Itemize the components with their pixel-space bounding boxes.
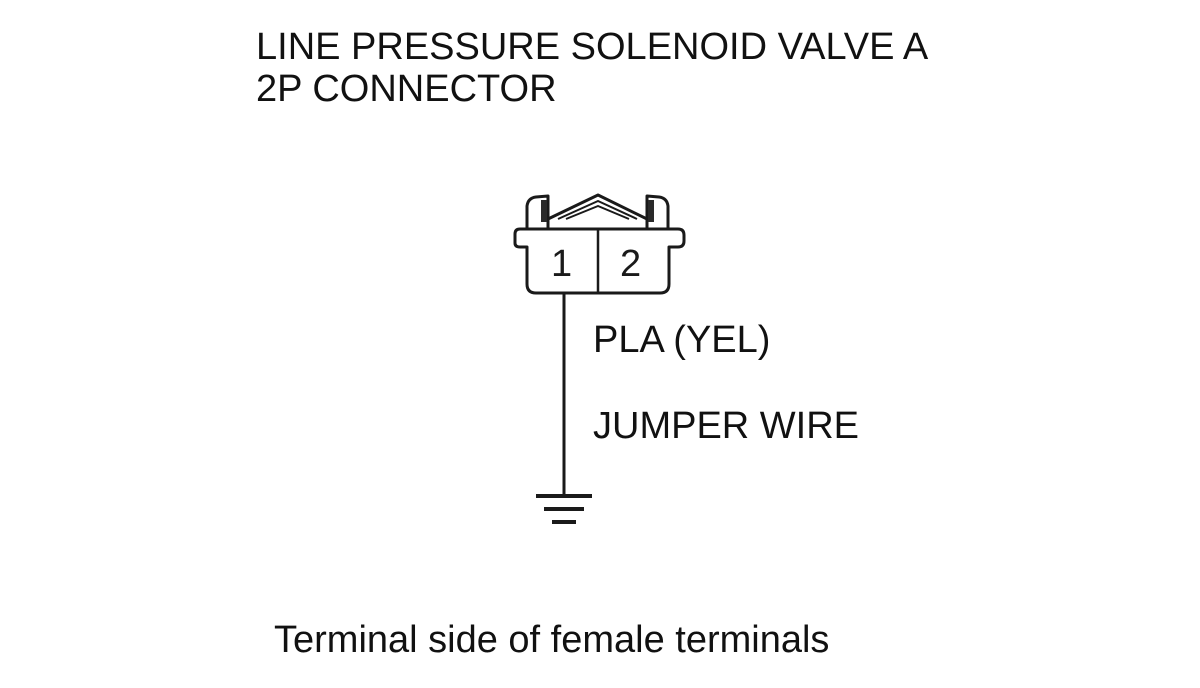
wire-color-label: PLA (YEL) (593, 319, 771, 361)
diagram-caption: Terminal side of female terminals (274, 619, 830, 661)
title-line-1: LINE PRESSURE SOLENOID VALVE A (256, 26, 929, 68)
diagram-title: LINE PRESSURE SOLENOID VALVE A 2P CONNEC… (256, 26, 928, 110)
ground-symbol-icon (536, 494, 592, 524)
connector-body (513, 227, 686, 295)
pin-1-number: 1 (551, 243, 572, 285)
connector-lock-ramp (547, 193, 648, 221)
pin-2-number: 2 (620, 243, 641, 285)
connector-2p (513, 193, 686, 295)
jumper-wire-label: JUMPER WIRE (593, 405, 859, 447)
title-line-2: 2P CONNECTOR (256, 68, 557, 110)
